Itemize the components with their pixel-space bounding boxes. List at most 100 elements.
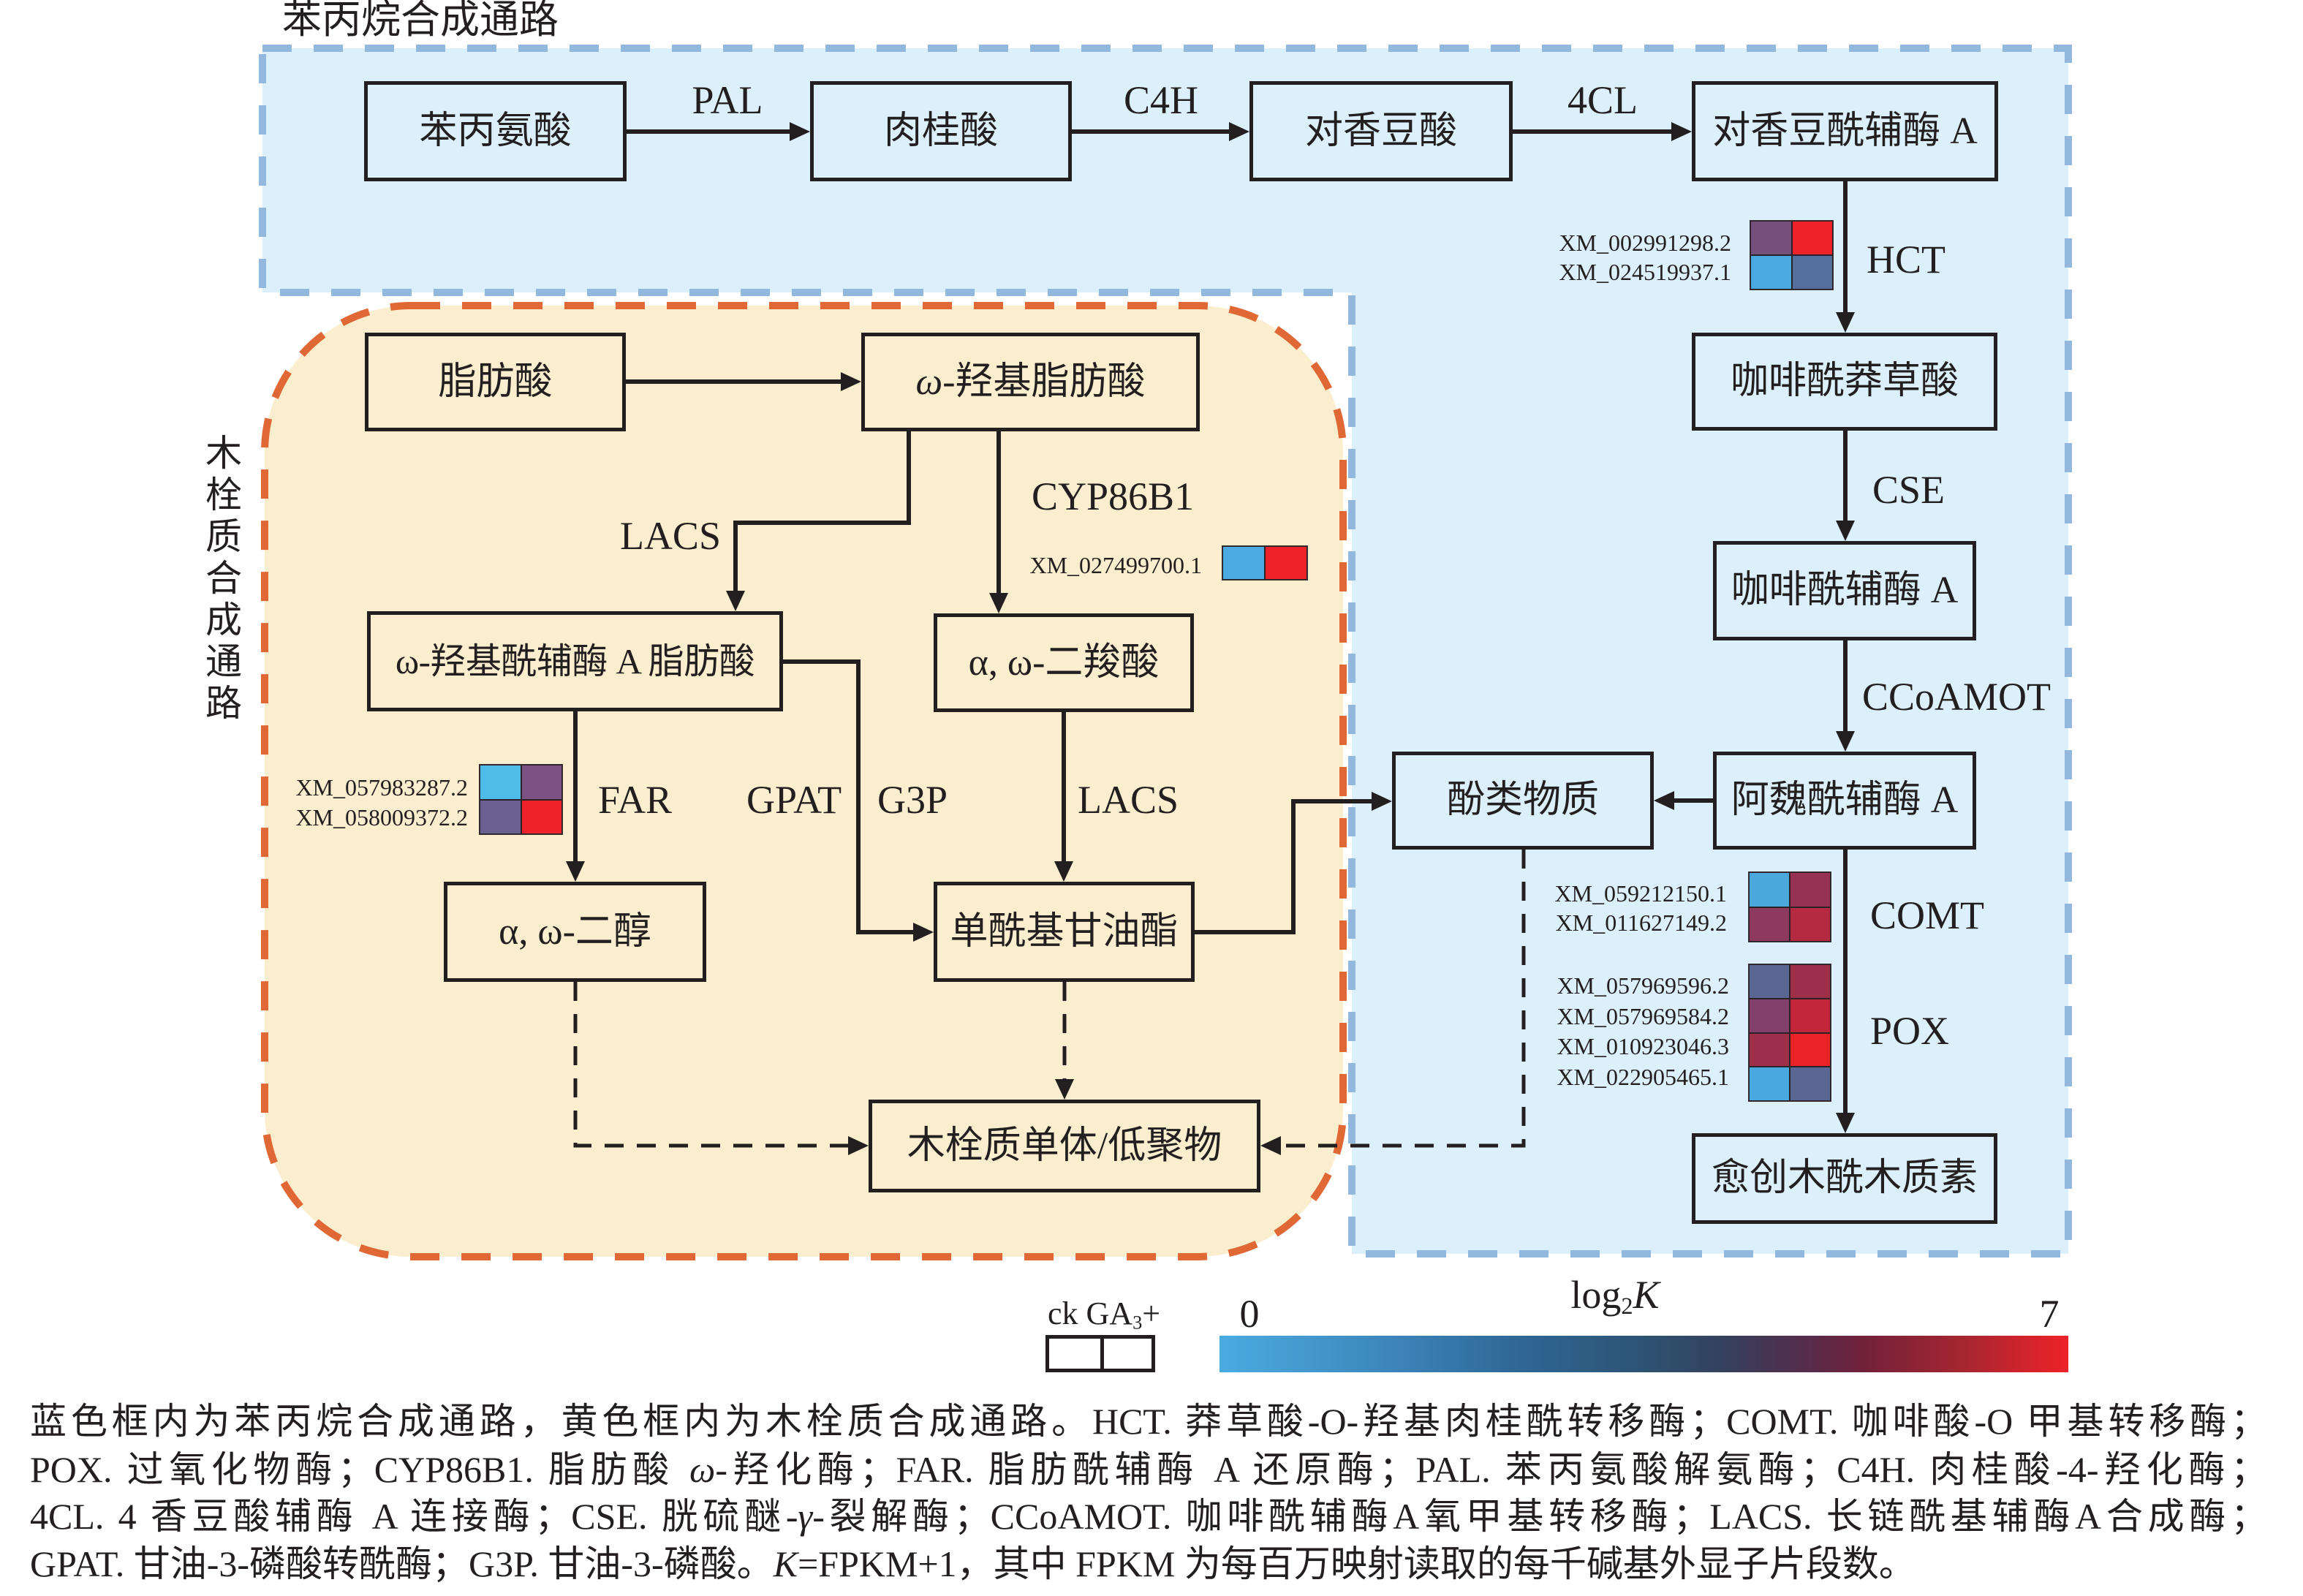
node-p-coumaroyl-coa: 对香豆酰辅酶 A [1692,81,1998,181]
arrow-monoacylglycerol-to-phenolics [1195,792,1392,934]
node-p-coumaric-acid: 对香豆酸 [1249,81,1513,181]
caption-line-1: 蓝色框内为苯丙烷合成通路，黄色框内为木栓质合成通路。HCT. 莽草酸-O-羟基肉… [30,1401,2267,1442]
caption-text: 4CL. 4 香豆酸辅酶 A 连接酶；CSE. 胱硫醚- [30,1496,798,1537]
node-suberin-monomer-oligomer: 木栓质单体/低聚物 [869,1100,1260,1192]
node-alpha-omega-dicarboxylic-acid: α, ω-二羧酸 [934,613,1194,712]
node-caffeoyl-coa: 咖啡酰辅酶 A [1713,541,1976,640]
caption-text: GPAT. 甘油-3-磷酸转酰酶；G3P. 甘油-3-磷酸。 [30,1543,774,1584]
enzyme-label-pox: POX [1870,1009,1950,1053]
suberin-region [261,302,1347,1260]
phenylpropanoid-title: 苯丙烷合成通路 [282,0,559,42]
node-cinnamic-acid: 肉桂酸 [810,81,1072,181]
heatmap-cell-ga3 [1790,872,1831,907]
legend-min-label: 0 [1239,1292,1260,1336]
gene-id: XM_058009372.2 [295,804,468,831]
heatmap-far [479,764,563,835]
gene-id: XM_027499700.1 [1029,552,1202,578]
heatmap-hct [1750,220,1834,290]
omega-symbol: ω [915,360,943,403]
legend-max-label: 7 [2039,1292,2060,1336]
heatmap-comt [1748,871,1831,942]
heatmap-cell-ck [480,799,521,834]
node-feruloyl-coa: 阿魏酰辅酶 A [1713,752,1976,850]
heatmap-cell-ck [1749,964,1790,999]
legend-scale-title: log2K [1570,1273,1660,1318]
legend-scale-log: log [1570,1273,1622,1317]
gene-id: XM_057969596.2 [1557,972,1729,999]
node-alpha-omega-diol: α, ω-二醇 [444,882,706,982]
enzyme-label-cyp86b1: CYP86B1 [1032,474,1195,518]
heatmap-cell-ga3 [1790,964,1831,999]
caption-text: POX. 过氧化物酶；CYP86B1. 脂肪酸 [30,1449,690,1490]
enzyme-label-gpat: GPAT [746,778,842,822]
enzyme-label-lacs-lower: LACS [1078,778,1179,822]
enzyme-label-comt: COMT [1870,893,1985,937]
heatmap-cell-ck [1749,998,1790,1033]
caption-text: -裂解酶；CCoAMOT. 咖啡酰辅酶A氧甲基转移酶；LACS. 长链酰基辅酶A… [812,1496,2267,1537]
dashed-arrow-phenolics-to-suberin [1260,850,1526,1155]
enzyme-label-g3p: G3P [877,778,948,822]
enzyme-label-pal: PAL [692,78,763,122]
node-caffeoyl-shikimic-acid: 咖啡酰莽草酸 [1692,333,1997,431]
caption-italic: K [773,1543,798,1584]
enzyme-label-lacs-upper: LACS [619,514,721,558]
enzyme-label-ccoamot: CCoAMOT [1862,675,2051,719]
legend-ga-label: GA [1086,1296,1133,1331]
heatmap-cell-ck [1749,1067,1790,1101]
heatmap-cell-ga3 [1791,221,1833,255]
gene-id: XM_010923046.3 [1557,1033,1729,1059]
legend-scale-var: K [1633,1273,1660,1317]
dashed-arrow-diol-to-suberin [573,982,869,1155]
node-guaiacyl-lignin: 愈创木酰木质素 [1692,1133,1997,1224]
arrow-gpat-g3p [783,659,934,942]
legend-scale-subscript: 2 [1621,1293,1633,1320]
heatmap-cell-ck [1749,1032,1790,1067]
heatmap-cell-ga3 [521,765,562,800]
node-monoacylglycerol: 单酰基甘油酯 [934,882,1195,982]
node-omega-hydroxy-fatty-acid: ω-羟基脂肪酸 [861,333,1200,431]
heatmap-cell-ga3 [521,799,562,834]
suberin-title: 木栓质合成通路 [200,434,241,725]
gene-list-hct: XM_002991298.2 XM_024519937.1 [1559,228,1731,287]
caption-text: =FPKM+1，其中 FPKM 为每百万映射读取的每千碱基外显子片段数。 [798,1543,1916,1584]
heatmap-cell-ck [1749,872,1790,907]
heatmap-cell-ga3 [1790,1032,1831,1067]
legend-ga-subscript: 3 [1132,1311,1143,1334]
enzyme-label-4cl: 4CL [1567,78,1638,122]
node-fatty-acid: 脂肪酸 [365,333,626,431]
node-phenylalanine: 苯丙氨酸 [364,81,627,181]
heatmap-cell-ga3 [1265,546,1307,580]
caption-text: -羟化酶；FAR. 脂肪酰辅酶 A 还原酶；PAL. 苯丙氨酸解氨酶；C4H. … [715,1449,2267,1490]
heatmap-cell-ck [1750,221,1792,255]
heatmap-cell-ga3 [1790,907,1831,942]
legend-column-key [1045,1335,1155,1372]
caption-line-3: 4CL. 4 香豆酸辅酶 A 连接酶；CSE. 胱硫醚-γ-裂解酶；CCoAMO… [30,1493,2267,1540]
heatmap-cell-ga3 [1790,1067,1831,1101]
gene-list-pox: XM_057969596.2 XM_057969584.2 XM_0109230… [1557,971,1729,1092]
heatmap-cell-ga3 [1791,255,1833,290]
heatmap-cyp86b1 [1222,545,1308,580]
enzyme-label-cse: CSE [1872,468,1945,512]
heatmap-cell-ck [480,765,521,800]
gene-id: XM_002991298.2 [1559,230,1731,256]
gene-id: XM_022905465.1 [1557,1063,1729,1090]
node-phenolics: 酚类物质 [1392,752,1654,850]
enzyme-label-hct: HCT [1867,238,1945,281]
gene-id: XM_057983287.2 [295,774,468,801]
legend-color-scale [1219,1336,2068,1372]
gene-id: XM_024519937.1 [1559,259,1731,285]
heatmap-cell-ck [1222,546,1265,580]
node-omega-hydroxy-acyl-coa-fatty-acid: ω-羟基酰辅酶 A 脂肪酸 [367,611,783,711]
heatmap-cell-ga3 [1790,998,1831,1033]
caption-line-2: POX. 过氧化物酶；CYP86B1. 脂肪酸 ω-羟化酶；FAR. 脂肪酰辅酶… [30,1446,2267,1494]
gene-id: XM_059212150.1 [1554,880,1727,907]
gene-list-comt: XM_059212150.1 XM_011627149.2 [1554,879,1727,937]
enzyme-label-c4h: C4H [1123,78,1199,122]
legend-ga-suffix: + [1142,1296,1161,1331]
arrow-lacs-upper [726,431,911,611]
caption-line-4: GPAT. 甘油-3-磷酸转酰酶；G3P. 甘油-3-磷酸。K=FPKM+1，其… [30,1540,2267,1588]
gene-list-far: XM_057983287.2 XM_058009372.2 [295,773,468,833]
legend-column-divider [1100,1339,1104,1369]
